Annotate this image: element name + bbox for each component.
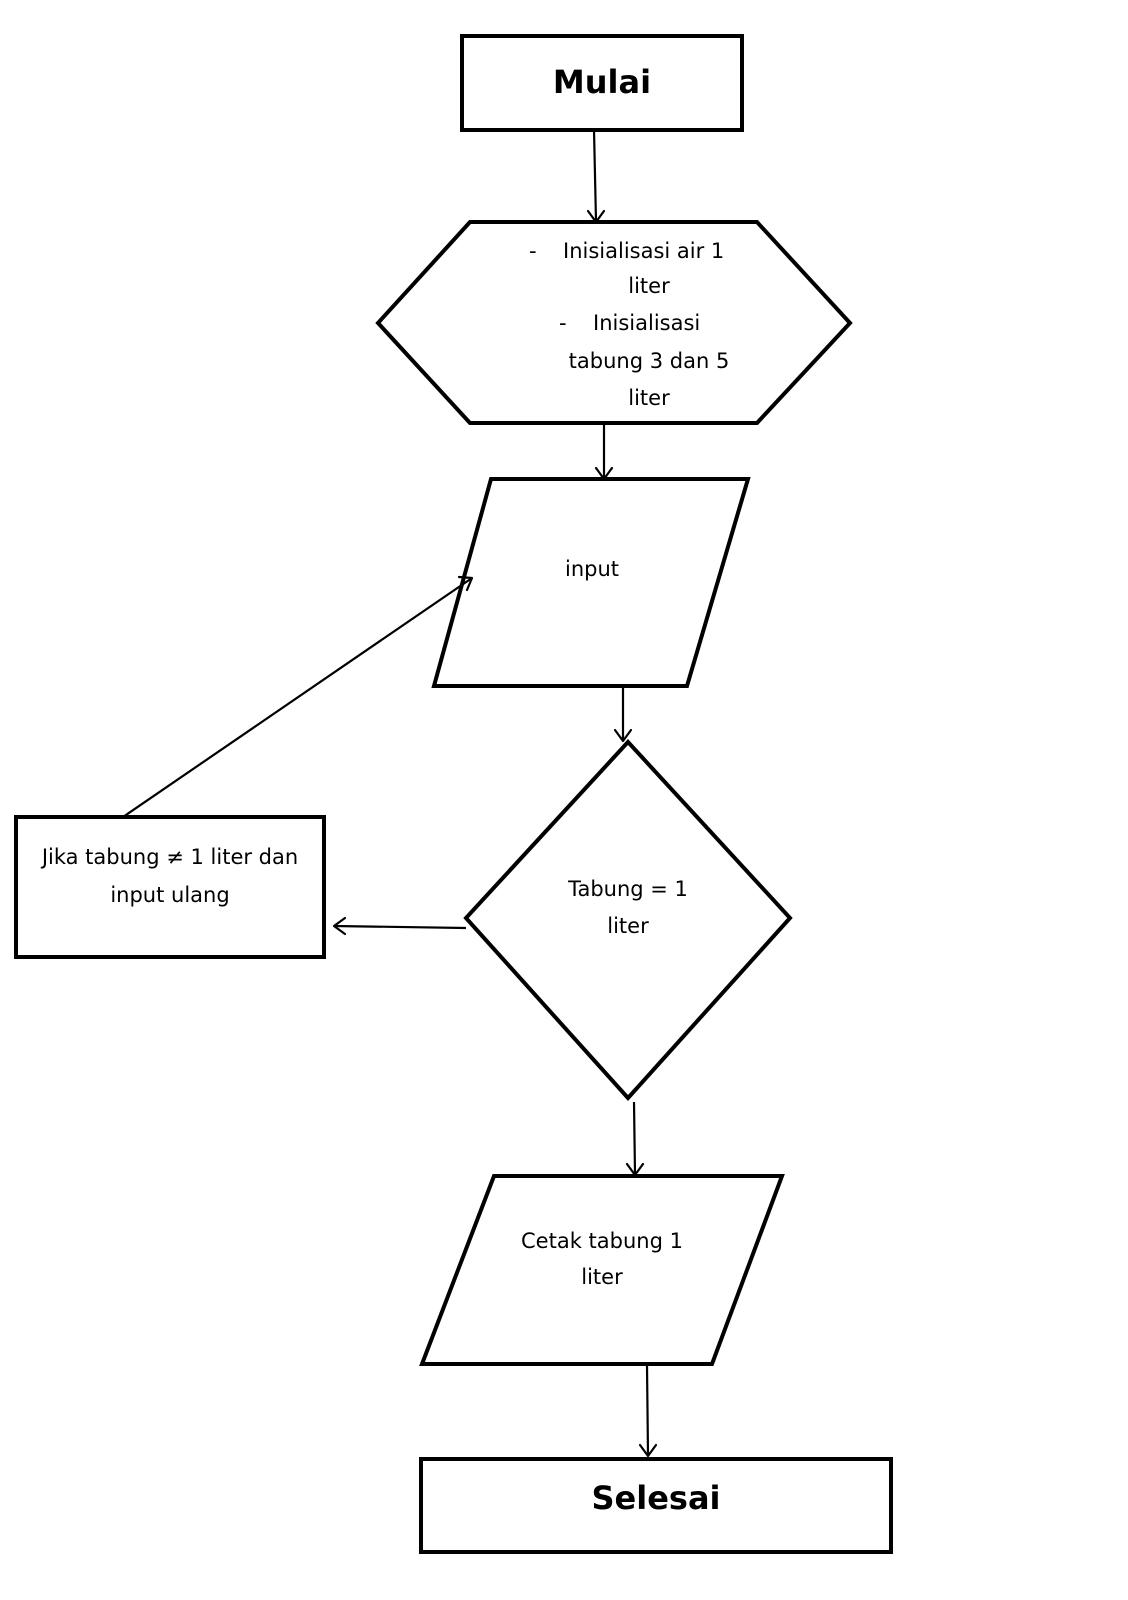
end-box: [419, 1457, 893, 1554]
retry-line-2: input ulang: [110, 883, 229, 907]
connector-retry-to-input: [122, 575, 474, 818]
init-line-1: Inisialisasi air 1: [563, 239, 724, 263]
connector-decision-to-output: [625, 1101, 645, 1177]
connector-init-to-input: [594, 425, 614, 481]
output-line-1: Cetak tabung 1: [521, 1229, 683, 1253]
init-line-3: Inisialisasi: [593, 311, 700, 335]
decision-diamond: [463, 739, 793, 1101]
init-line-4: tabung 3 dan 5: [569, 349, 730, 373]
arrowhead-left: [332, 916, 347, 936]
init-bullet-marker-2: -: [559, 311, 567, 335]
arrowhead-down: [613, 728, 633, 743]
end-label: Selesai: [591, 1479, 720, 1517]
retry-node: Jika tabung ≠ 1 liter dan input ulang: [14, 815, 326, 959]
start-label: Mulai: [553, 63, 651, 101]
init-line-2: liter: [628, 274, 670, 298]
decision-line-2: liter: [607, 914, 649, 938]
retry-line-1: Jika tabung ≠ 1 liter dan: [40, 845, 298, 869]
start-node: Mulai: [460, 34, 744, 132]
init-hexagon: [375, 220, 853, 425]
input-node: input: [431, 477, 751, 688]
connector-output-to-end: [638, 1365, 658, 1458]
input-parallelogram: [431, 477, 751, 688]
arrowhead-down: [638, 1443, 658, 1458]
retry-box: [14, 815, 326, 959]
output-node: Cetak tabung 1 liter: [419, 1174, 785, 1366]
input-label: input: [565, 557, 619, 581]
init-line-5: liter: [628, 386, 670, 410]
init-node: - Inisialisasi air 1 liter - Inisialisas…: [375, 220, 853, 425]
arrowhead-diagonal: [457, 575, 474, 592]
start-box: [460, 34, 744, 132]
connector-input-to-decision: [613, 688, 633, 743]
end-node: Selesai: [419, 1457, 893, 1554]
output-parallelogram: [419, 1174, 785, 1366]
decision-line-1: Tabung = 1: [567, 877, 688, 901]
connector-decision-to-retry: [332, 916, 467, 936]
output-line-2: liter: [581, 1265, 623, 1289]
init-bullet-marker: -: [529, 239, 537, 263]
connector-start-to-init: [586, 129, 606, 224]
decision-node: Tabung = 1 liter: [463, 739, 793, 1101]
